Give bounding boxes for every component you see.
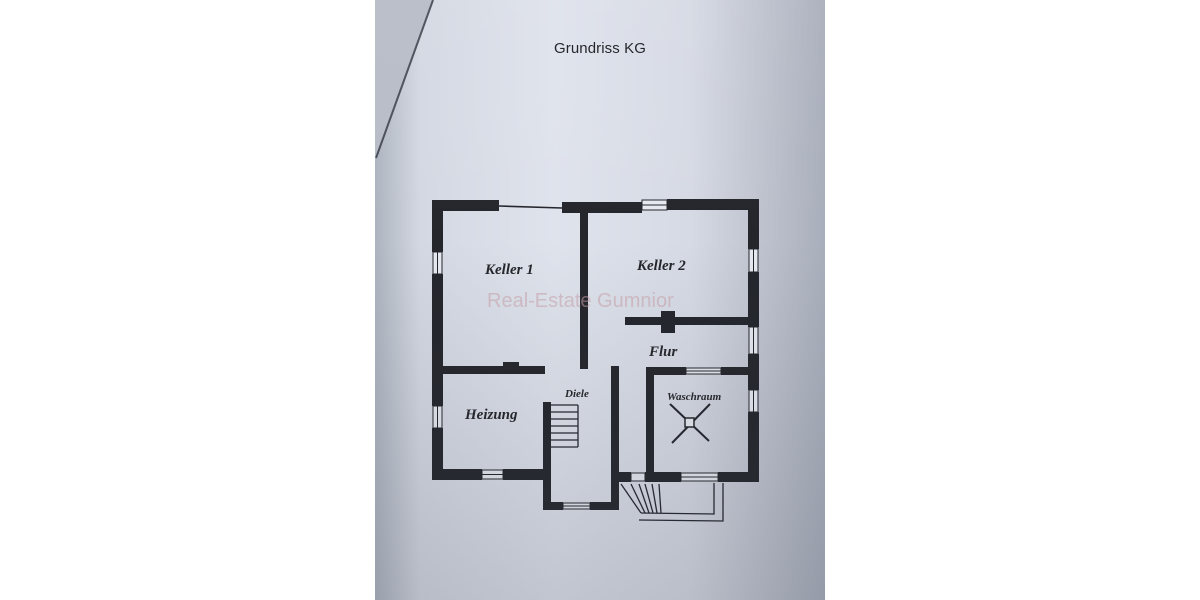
walls [432,199,759,510]
paper-fold-edge [375,0,434,160]
interior-stairs [551,404,579,448]
floor-plan: Keller 1 Keller 2 Flur Diele Heizung Was… [432,199,759,522]
room-label-diele: Diele [564,388,589,400]
room-label-waschraum: Waschraum [667,391,722,403]
room-label-heizung: Heizung [464,407,518,423]
room-label-keller2: Keller 2 [636,258,686,274]
floor-drain-icon [669,403,711,444]
page-title: Grundriss KG [553,40,647,57]
room-label-flur: Flur [648,344,678,360]
windows [432,199,759,510]
watermark: Real-Estate Gumnior [487,290,674,312]
top-opening-line [498,205,563,209]
exterior-stairs [620,483,715,515]
floor-plan-photo: Grundriss KG [375,0,825,600]
room-label-keller1: Keller 1 [484,262,534,278]
